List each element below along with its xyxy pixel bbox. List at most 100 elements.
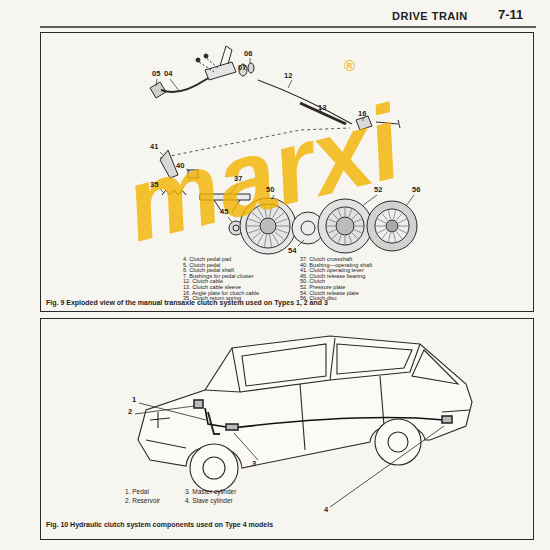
legend-item: 2. Reservoir (125, 497, 160, 504)
leader-line (139, 403, 206, 420)
leader-line (156, 79, 157, 86)
pedal-cluster (196, 56, 218, 72)
disc-spokes (378, 219, 386, 223)
leader-line (135, 406, 194, 414)
parts-list-item: 52. Pressure plate (300, 284, 345, 290)
callout-number: 52 (374, 186, 382, 194)
car-body (300, 376, 385, 450)
header-rule (40, 26, 536, 28)
parts-list-item: 5. Clutch pedal (183, 262, 220, 268)
parts-list-item: 12. Clutch cable (183, 278, 223, 284)
parts-list-item: 37. Clutch crossshaft (300, 256, 352, 262)
clutch-parts (375, 209, 409, 243)
disc-spokes (273, 234, 279, 244)
legend-item: 3. Master cylinder (185, 488, 236, 495)
disc-spokes (258, 234, 264, 244)
callout-number: 50 (266, 186, 274, 194)
callout-number: 45 (220, 208, 228, 216)
leader-line (250, 58, 251, 63)
leader-line (288, 80, 292, 88)
disc-spokes (352, 213, 358, 219)
disc-spokes (394, 233, 396, 242)
legend-item: 4. Slave cylinder (185, 497, 233, 504)
parts-list-item: 50. Clutch (300, 278, 325, 284)
car-body (337, 344, 412, 374)
parts-list-item: 13. Clutch cable sleeve (183, 284, 241, 290)
disc-spokes (264, 235, 266, 247)
disc-spokes (352, 233, 358, 239)
disc-spokes (396, 213, 402, 220)
clutch-disc (367, 201, 417, 251)
leader-line (135, 403, 444, 507)
callout-number: 13 (318, 104, 326, 112)
car-body (150, 412, 170, 428)
callout-number: 06 (244, 50, 252, 58)
pedal-cluster (161, 76, 212, 92)
car-body (240, 338, 335, 392)
car-body (138, 336, 472, 492)
car-body (330, 344, 420, 380)
rear-wheel (375, 419, 421, 465)
disc-spokes (332, 233, 338, 239)
hydraulic-line (194, 400, 203, 408)
disc-spokes (354, 219, 361, 222)
legend-item: 1. Pedal (125, 488, 149, 495)
car-body (203, 457, 225, 479)
disc-spokes (388, 233, 390, 242)
callout-number: 54 (288, 247, 296, 255)
callout-number: 37 (234, 175, 242, 183)
watermark-mark: ® (344, 58, 355, 75)
hydraulic-line (194, 400, 452, 434)
disc-spokes (275, 232, 284, 240)
disc-spokes (382, 231, 388, 238)
callout-number: 05 (152, 70, 160, 78)
leader-line (234, 433, 258, 460)
pedal-cluster (248, 63, 254, 73)
figure-frame: Fig. 10 Hydraulic clutch system componen… (40, 318, 534, 540)
disc-spokes (327, 226, 335, 227)
clutch-parts (336, 217, 354, 235)
leader-line (298, 240, 304, 246)
parts-list-item: 54. Clutch release plate (300, 290, 359, 296)
callout-number: 04 (164, 70, 172, 78)
disc-spokes (388, 210, 390, 219)
callout-number: 3 (252, 460, 256, 468)
callout-number: 41 (150, 143, 158, 151)
parts-list-item: 45. Clutch release bearing (300, 273, 365, 279)
parts-list-item: 4. Clutch pedal pad (183, 256, 231, 262)
parts-list-item: 35. Clutch return spring (183, 295, 241, 301)
callout-number: 16 (358, 110, 366, 118)
hydraulic-line (226, 424, 238, 430)
hydraulic-line (205, 408, 444, 428)
callout-number: 2 (128, 408, 132, 416)
callout-number: 40 (176, 162, 184, 170)
pedal-cluster (239, 64, 247, 76)
callout-number: 56 (412, 186, 420, 194)
clutch-parts (301, 221, 315, 235)
disc-spokes (398, 229, 406, 233)
disc-spokes (399, 226, 408, 227)
disc-spokes (382, 213, 388, 220)
callout-number: 35 (150, 181, 158, 189)
parts-list-item: 7. Bushings for pedal cluster (183, 273, 254, 279)
clutch-parts (386, 220, 398, 232)
watermark: marxi (114, 85, 411, 263)
leader-line (330, 426, 444, 507)
parts-list-item: 6. Clutch pedal shaft (183, 267, 234, 273)
parts-list-item: 41. Clutch operating lever (300, 267, 364, 273)
disc-spokes (355, 226, 363, 227)
disc-spokes (270, 235, 272, 247)
disc-spokes (376, 226, 385, 227)
figure-caption: Fig. 10 Hydraulic clutch system componen… (46, 521, 273, 529)
disc-spokes (328, 230, 335, 233)
disc-spokes (396, 231, 402, 238)
disc-spokes (345, 236, 346, 244)
callout-number: 1 (132, 396, 136, 404)
page-heading: DRIVE TRAIN (392, 10, 468, 22)
hydraulic-line (208, 412, 220, 434)
hydraulic-line (442, 416, 452, 423)
callout-number: 4 (324, 506, 328, 514)
